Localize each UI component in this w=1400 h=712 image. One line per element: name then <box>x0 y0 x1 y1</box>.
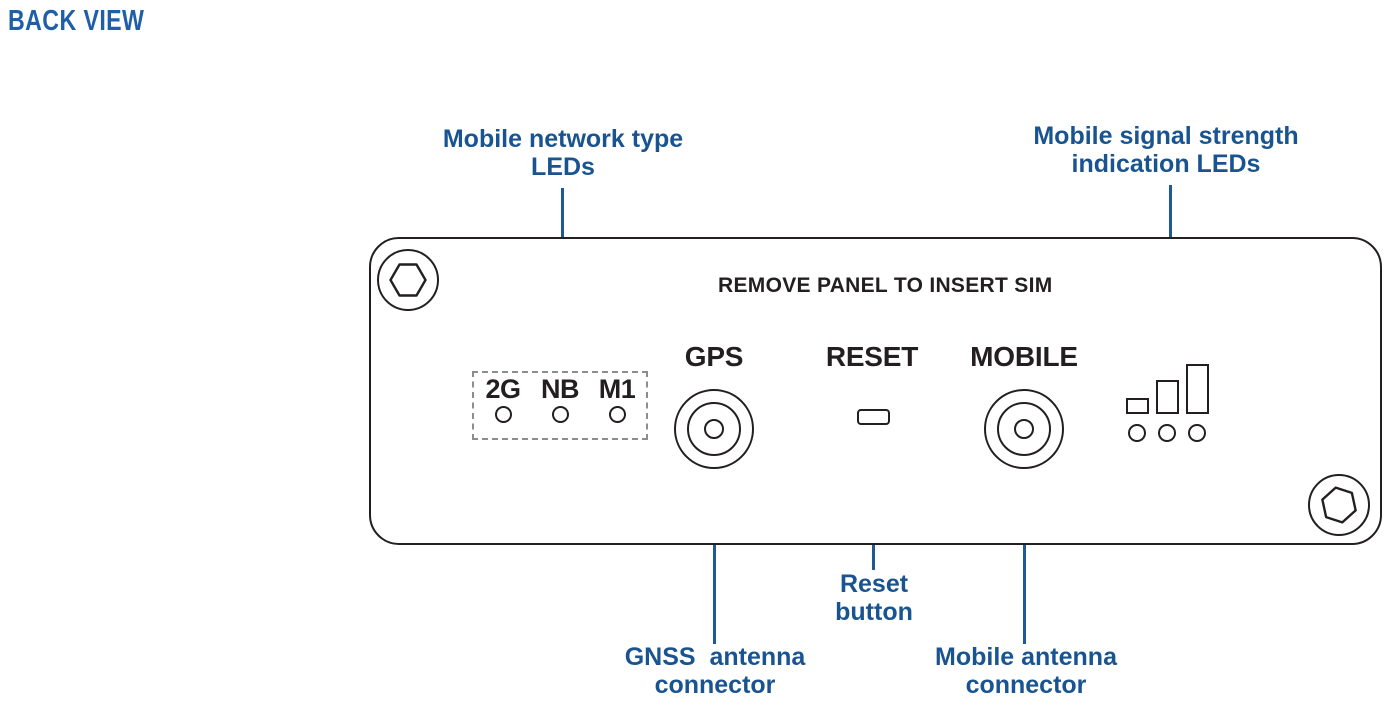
connector-middle-ring <box>687 402 741 456</box>
page-title: BACK VIEW <box>8 5 145 37</box>
led-dot-icon <box>551 406 569 424</box>
sim-instruction-text: REMOVE PANEL TO INSERT SIM <box>718 274 1053 297</box>
hexagon-icon <box>389 263 427 297</box>
led-indicator-nb: NB <box>534 374 586 424</box>
led-indicator-m1: M1 <box>591 374 643 424</box>
gnss-antenna-connector-icon <box>674 389 754 469</box>
signal-led-dot-2 <box>1158 424 1176 442</box>
led-indicator-2g: 2G <box>477 374 529 424</box>
callout-mobile-antenna-connector: Mobile antenna connector <box>935 643 1117 699</box>
led-label: 2G <box>485 374 521 404</box>
signal-led-dot-3 <box>1188 424 1206 442</box>
connector-center-pin <box>704 419 724 439</box>
leader-line-mobile-connector <box>1023 466 1026 644</box>
port-label-mobile: MOBILE <box>970 341 1078 372</box>
led-label: M1 <box>598 374 636 404</box>
connector-center-pin <box>1014 419 1034 439</box>
port-label-reset: RESET <box>825 341 919 372</box>
led-label: NB <box>541 374 580 404</box>
callout-reset-button: Reset button <box>835 570 913 626</box>
mobile-antenna-connector-icon <box>984 389 1064 469</box>
signal-bar-2 <box>1156 380 1179 414</box>
hex-screw-icon <box>1308 474 1370 536</box>
leader-line-gnss-connector <box>713 466 716 644</box>
signal-strength-indicator <box>1124 364 1210 442</box>
hexagon-icon <box>1321 486 1357 524</box>
callout-gnss-antenna-connector: GNSS antenna connector <box>624 643 806 699</box>
led-dot-icon <box>494 406 512 424</box>
connector-middle-ring <box>997 402 1051 456</box>
signal-bar-1 <box>1126 398 1149 414</box>
hex-screw-icon <box>377 249 439 311</box>
led-dot-icon <box>608 406 626 424</box>
signal-bar-3 <box>1186 364 1209 414</box>
port-label-gps: GPS <box>684 341 744 372</box>
signal-led-dot-1 <box>1128 424 1146 442</box>
device-back-panel <box>369 237 1382 545</box>
reset-button[interactable] <box>857 409 890 425</box>
callout-signal-strength-leds: Mobile signal strength indication LEDs <box>1033 122 1299 178</box>
callout-network-type-leds: Mobile network type LEDs <box>442 125 684 181</box>
network-type-led-group: 2G NB M1 <box>472 371 648 440</box>
